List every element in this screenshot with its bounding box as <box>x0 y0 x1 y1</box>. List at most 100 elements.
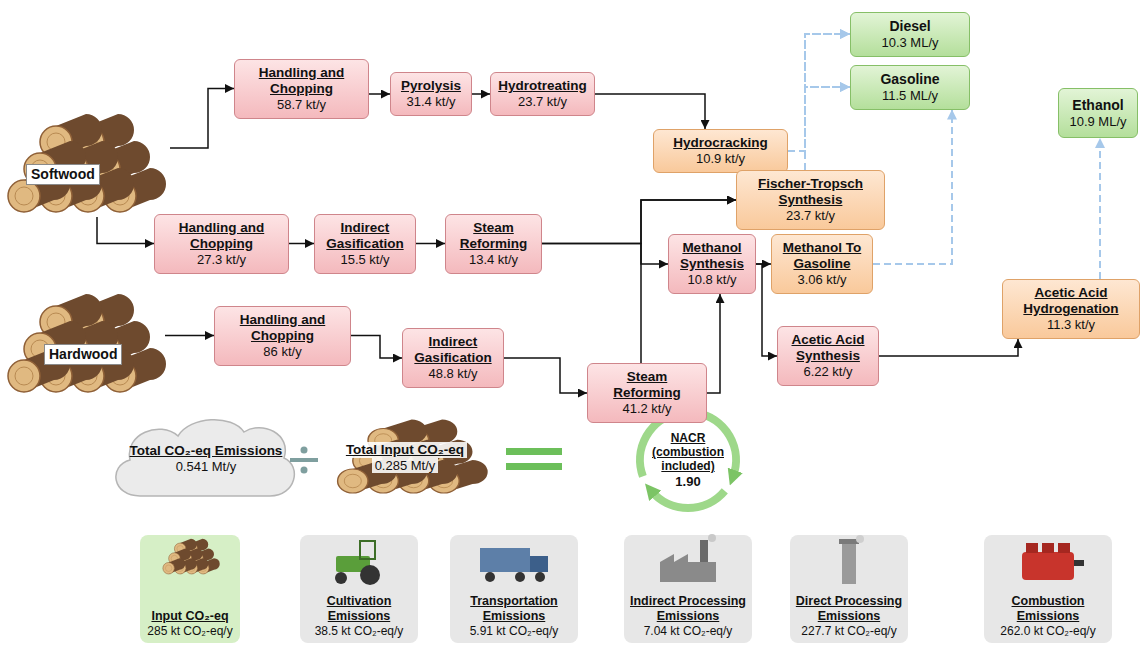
emission-card: Indirect Processing Emissions7.04 kt CO₂… <box>624 535 752 643</box>
process-box: Pyrolysis31.4 kt/y <box>390 72 472 116</box>
total-value: 0.541 Mt/y <box>176 459 237 475</box>
flow-arrow <box>504 358 587 393</box>
product-volume: 10.3 ML/y <box>881 35 938 51</box>
process-name: Steam Reforming <box>594 369 700 401</box>
product-arrow <box>1099 138 1101 279</box>
flow-arrow <box>97 217 154 244</box>
emission-name: Indirect Processing Emissions <box>628 594 748 624</box>
flow-rate: 23.7 kt/y <box>518 94 567 110</box>
flow-rate: 10.9 kt/y <box>696 151 745 167</box>
process-name: Handling and Chopping <box>161 220 282 252</box>
engine-head <box>1026 543 1038 553</box>
emission-name: Cultivation Emissions <box>304 594 414 624</box>
truck-wheel <box>515 572 525 582</box>
process-name: Steam Reforming <box>452 220 535 252</box>
process-box: Steam Reforming41.2 kt/y <box>587 363 707 423</box>
product-box: Gasoline11.5 ML/y <box>850 65 970 110</box>
emission-card: Input CO₂-eq285 kt CO₂-eq/y <box>140 535 240 643</box>
engine-head <box>1042 543 1054 553</box>
product-box: Ethanol10.9 ML/y <box>1058 88 1138 138</box>
process-name: Methanol Synthesis <box>675 240 749 272</box>
flow-rate: 58.7 kt/y <box>277 97 326 113</box>
flow-rate: 41.2 kt/y <box>622 401 671 417</box>
product-name: Ethanol <box>1072 97 1123 114</box>
process-box: Handling and Chopping86 kt/y <box>214 306 351 366</box>
flow-rate: 27.3 kt/y <box>197 252 246 268</box>
process-box: Acetic Acid Synthesis6.22 kt/y <box>777 326 879 386</box>
flow-rate: 13.4 kt/y <box>469 252 518 268</box>
divide-dot <box>301 447 308 454</box>
stack-rim <box>839 539 859 544</box>
equals-bar <box>506 463 562 470</box>
flow-arrow <box>472 93 490 95</box>
flow-rate: 11.3 kt/y <box>1047 317 1095 333</box>
product-volume: 11.5 ML/y <box>882 88 938 104</box>
process-box: Indirect Gasification15.5 kt/y <box>314 214 416 274</box>
engine-head <box>1058 543 1070 553</box>
tractor-wheel <box>360 565 380 585</box>
emissions-cloud-shape <box>116 420 294 496</box>
emission-value: 285 kt CO₂-eq/y <box>147 624 232 638</box>
process-name: Acetic Acid Synthesis <box>784 332 872 364</box>
card-ground <box>984 535 1112 643</box>
process-name: Acetic Acid Hydrogenation <box>1009 285 1133 317</box>
flow-arrow <box>289 243 314 245</box>
flow-arrow <box>165 335 214 337</box>
card-ground <box>790 535 908 643</box>
emission-name: Input CO₂-eq <box>151 609 228 624</box>
flow-arrow <box>170 89 234 149</box>
upgrading-box: Acetic Acid Hydrogenation11.3 kt/y <box>1002 279 1140 339</box>
process-name: Handling and Chopping <box>241 65 362 97</box>
emission-card: Cultivation Emissions38.5 kt CO₂-eq/y <box>300 535 418 643</box>
emission-name: Combustion Emissions <box>988 594 1108 624</box>
process-box: Hydrotreating23.7 kt/y <box>490 72 595 116</box>
input-logs-icon <box>163 539 220 574</box>
emission-value: 7.04 kt CO₂-eq/y <box>644 624 733 638</box>
total-label: Total Input CO₂-eq <box>343 442 467 458</box>
process-name: Handling and Chopping <box>221 312 344 344</box>
product-arrow <box>805 34 850 170</box>
emission-value: 38.5 kt CO₂-eq/y <box>315 624 404 638</box>
process-box: Handling and Chopping27.3 kt/y <box>154 214 289 274</box>
flow-rate: 23.7 kt/y <box>786 208 835 224</box>
card-ground <box>140 535 240 643</box>
process-name: Hydrotreating <box>498 78 587 94</box>
card-ground <box>624 535 752 643</box>
product-box: Diesel10.3 ML/y <box>850 12 970 57</box>
upgrading-box: Hydrocracking10.9 kt/y <box>653 129 788 173</box>
process-name: Pyrolysis <box>401 78 461 94</box>
nacr-ratio: NACR (combustion included)1.90 <box>646 415 730 505</box>
factory-chimney <box>700 540 708 562</box>
process-name: Methanol To Gasoline <box>778 240 866 272</box>
truck-cab <box>530 556 548 572</box>
process-name: Indirect Gasification <box>409 334 497 366</box>
flow-rate: 3.06 kt/y <box>797 272 846 288</box>
ratio-value: 1.90 <box>675 474 700 490</box>
flow-arrow <box>369 93 390 95</box>
emission-card: Direct Processing Emissions227.7 kt CO₂-… <box>790 535 908 643</box>
smoke <box>708 534 716 542</box>
smoke <box>856 535 864 543</box>
flow-arrow <box>351 336 402 359</box>
softwood-logs <box>8 114 166 212</box>
flow-arrow <box>707 294 720 393</box>
ratio-label: NACR (combustion included) <box>646 431 730 474</box>
flow-arrow <box>416 243 445 245</box>
flow-rate: 86 kt/y <box>263 344 301 360</box>
process-name: Hydrocracking <box>673 135 768 151</box>
emissions-cloud: Total CO₂-eq Emissions0.541 Mt/y <box>122 428 290 490</box>
process-name: Fischer-Tropsch Synthesis <box>743 176 878 208</box>
flow-rate: 31.4 kt/y <box>406 94 455 110</box>
emission-value: 5.91 kt CO₂-eq/y <box>470 624 559 638</box>
flow-arrow <box>595 94 705 129</box>
product-name: Diesel <box>889 18 930 35</box>
emission-value: 227.7 kt CO₂-eq/y <box>801 624 896 638</box>
flow-rate: 10.8 kt/y <box>687 272 736 288</box>
emission-card: Transportation Emissions5.91 kt CO₂-eq/y <box>450 535 578 643</box>
process-name: Indirect Gasification <box>321 220 409 252</box>
card-ground <box>450 535 578 643</box>
flow-rate: 6.22 kt/y <box>803 364 852 380</box>
upgrading-box: Fischer-Tropsch Synthesis23.7 kt/y <box>736 170 885 230</box>
equals-bar <box>506 448 562 455</box>
feedstock-pile: Softwood <box>0 112 170 217</box>
